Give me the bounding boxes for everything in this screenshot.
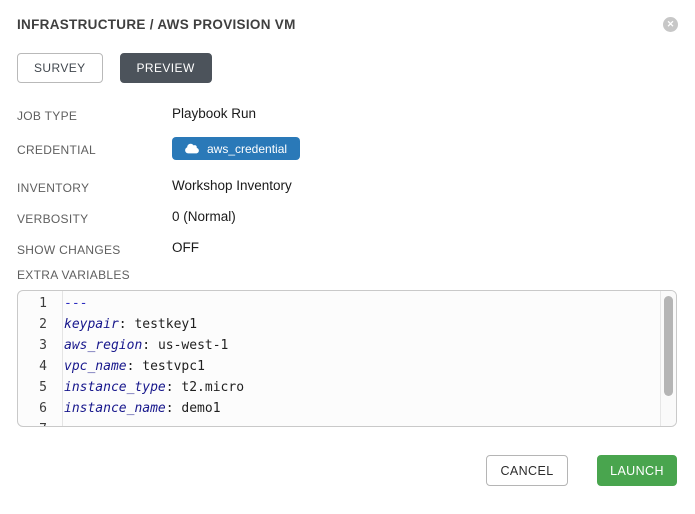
editor-scrollbar-thumb[interactable] xyxy=(664,296,673,396)
detail-row-credential: CREDENTIAL aws_credential xyxy=(17,137,678,165)
yaml-key: vpc_name xyxy=(64,359,127,374)
yaml-separator: : xyxy=(165,380,182,395)
show-changes-label: SHOW CHANGES xyxy=(17,243,121,257)
yaml-value: t2.micro xyxy=(181,380,245,395)
extra-variables-label: EXTRA VARIABLES xyxy=(17,268,130,282)
credential-label: CREDENTIAL xyxy=(17,143,97,157)
yaml-key: keypair xyxy=(64,317,119,332)
verbosity-label: VERBOSITY xyxy=(17,212,89,226)
yaml-separator: : xyxy=(126,359,143,374)
job-type-label: JOB TYPE xyxy=(17,109,78,123)
job-type-value: Playbook Run xyxy=(172,106,257,121)
code-lines: 1 --- 2 keypair: testkey1 3 aws_region: … xyxy=(18,291,660,426)
detail-row-job-type: JOB TYPE Playbook Run xyxy=(17,106,678,131)
close-x-glyph: ✕ xyxy=(666,19,675,29)
yaml-separator: : xyxy=(118,317,135,332)
code-line: 6 instance_name: demo1 xyxy=(18,398,660,419)
code-line: 5 instance_type: t2.micro xyxy=(18,377,660,398)
yaml-separator: : xyxy=(165,401,182,416)
launch-button[interactable]: LAUNCH xyxy=(597,455,677,486)
yaml-separator: : xyxy=(142,338,158,353)
tab-bar: SURVEY PREVIEW xyxy=(17,53,212,83)
line-number: 6 xyxy=(39,401,47,416)
modal-title: INFRASTRUCTURE / AWS PROVISION VM xyxy=(17,17,296,32)
line-number: 5 xyxy=(39,380,47,395)
code-line: 7 xyxy=(18,419,660,426)
cancel-button[interactable]: CANCEL xyxy=(486,455,568,486)
gutter-separator xyxy=(62,291,63,426)
yaml-doc-separator: --- xyxy=(64,296,88,311)
cloud-icon xyxy=(185,143,199,154)
code-line: 2 keypair: testkey1 xyxy=(18,314,660,335)
extra-variables-editor[interactable]: 1 --- 2 keypair: testkey1 3 aws_region: … xyxy=(17,290,677,427)
detail-row-inventory: INVENTORY Workshop Inventory xyxy=(17,178,678,203)
yaml-value: demo1 xyxy=(181,401,221,416)
yaml-value: testkey1 xyxy=(134,317,198,332)
code-line: 3 aws_region: us-west-1 xyxy=(18,335,660,356)
line-number: 4 xyxy=(39,359,47,374)
code-line: 1 --- xyxy=(18,293,660,314)
code-line: 4 vpc_name: testvpc1 xyxy=(18,356,660,377)
line-number: 7 xyxy=(18,419,55,426)
detail-row-verbosity: VERBOSITY 0 (Normal) xyxy=(17,209,678,234)
yaml-key: aws_region xyxy=(64,338,143,353)
line-number: 3 xyxy=(39,338,47,353)
tab-preview[interactable]: PREVIEW xyxy=(119,53,212,83)
yaml-key: instance_type xyxy=(64,380,166,395)
inventory-value: Workshop Inventory xyxy=(172,178,292,193)
line-number: 2 xyxy=(39,317,47,332)
yaml-value: testvpc1 xyxy=(142,359,205,374)
verbosity-value: 0 (Normal) xyxy=(172,209,236,224)
editor-scrollbar-track xyxy=(660,291,676,426)
show-changes-value: OFF xyxy=(172,240,199,255)
line-number: 1 xyxy=(39,296,47,311)
yaml-key: instance_name xyxy=(64,401,166,416)
yaml-value: us-west-1 xyxy=(157,338,229,353)
close-icon[interactable]: ✕ xyxy=(663,17,678,32)
inventory-label: INVENTORY xyxy=(17,181,90,195)
detail-row-show-changes: SHOW CHANGES OFF xyxy=(17,240,678,265)
credential-badge-label: aws_credential xyxy=(207,141,288,156)
credential-badge[interactable]: aws_credential xyxy=(172,137,301,160)
tab-survey[interactable]: SURVEY xyxy=(17,53,103,83)
